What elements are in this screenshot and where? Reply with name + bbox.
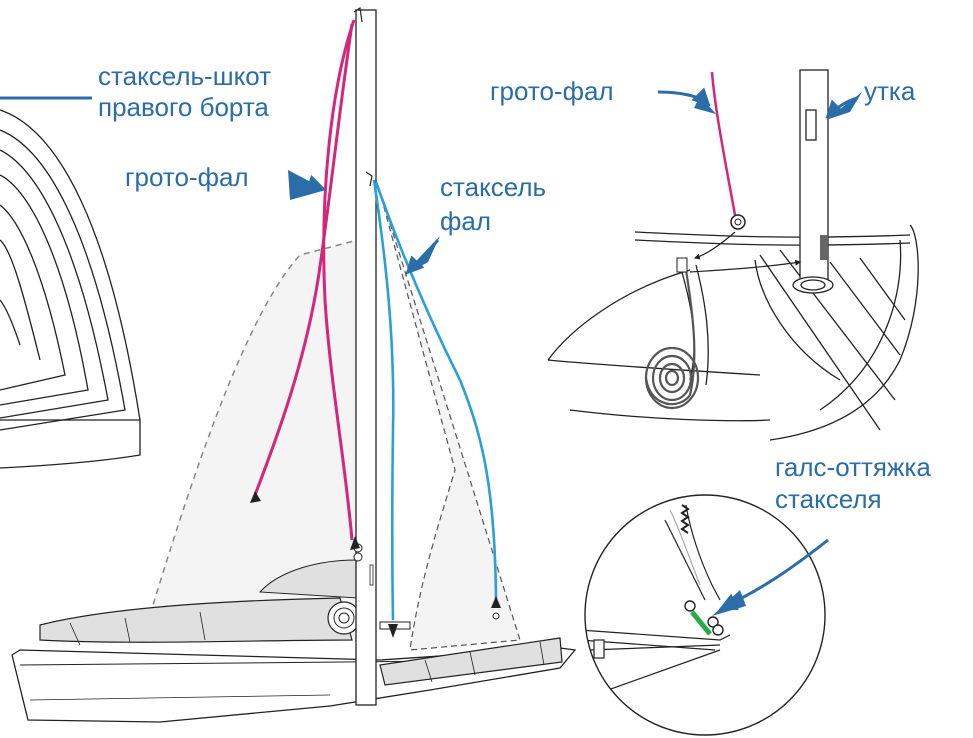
main-halyard-right-line bbox=[710, 71, 737, 216]
jib-tack-line bbox=[690, 610, 712, 636]
boat-top-view-partial bbox=[0, 109, 141, 469]
jib-tack-inset bbox=[584, 494, 826, 736]
label-jib-sheet-line2: правого борта bbox=[98, 92, 269, 122]
label-jib-halyard-line1: стаксель bbox=[440, 172, 546, 202]
rolled-mainsail bbox=[39, 597, 353, 643]
main-halyard-right-arrow bbox=[657, 87, 711, 107]
mast-deck-detail bbox=[547, 69, 919, 441]
label-jib-tack-line2: стакселя bbox=[775, 484, 882, 514]
sailboat-side-view bbox=[11, 6, 577, 723]
rolled-sail-coil bbox=[644, 269, 700, 410]
mast bbox=[355, 9, 377, 706]
main-halyard-arrow-end bbox=[250, 491, 261, 503]
main-halyard-left-line bbox=[253, 19, 356, 541]
label-jib-halyard-line2: фал bbox=[440, 206, 491, 236]
label-main-halyard-left: грото-фал bbox=[125, 162, 249, 192]
label-main-halyard-right: грото-фал bbox=[490, 76, 614, 106]
jib-outline bbox=[377, 184, 521, 651]
labels: стаксель-шкот правого борта грото-фал ст… bbox=[98, 61, 931, 514]
label-jib-sheet-line1: стаксель-шкот bbox=[98, 61, 271, 91]
label-cleat: утка bbox=[864, 76, 916, 106]
jib-halyard-line bbox=[372, 179, 498, 621]
label-jib-tack-line1: галс-оттяжка bbox=[775, 452, 931, 482]
